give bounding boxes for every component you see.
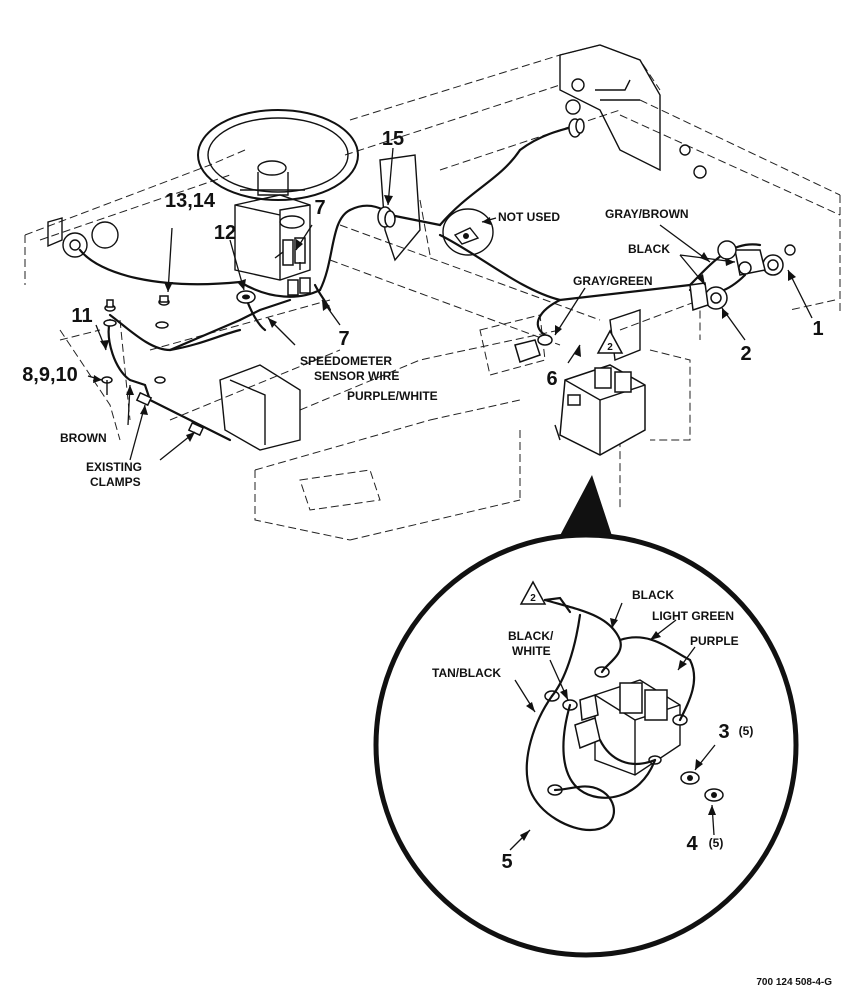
label-detail-black: BLACK: [632, 588, 674, 602]
label-speedometer: SPEEDOMETER: [300, 354, 392, 368]
label-tan-black: TAN/BLACK: [432, 666, 501, 680]
steering-wheel: [197, 109, 359, 281]
label-purple: PURPLE: [690, 634, 739, 648]
callout-5: 5: [501, 851, 512, 873]
label-not-used: NOT USED: [498, 210, 560, 224]
not-used-connector: [442, 208, 494, 256]
existing-clamps: [135, 391, 205, 437]
switch-connectors: [274, 237, 332, 312]
callout-8-9-10: 8,9,10: [22, 364, 78, 386]
relay-sockets: [689, 240, 784, 312]
wire-labels: NOT USED GRAY/BROWN BLACK GRAY/GREEN SPE…: [60, 207, 739, 680]
hardware-fasteners: [101, 295, 170, 395]
callout-1: 1: [812, 318, 823, 340]
grommet-15: [377, 206, 396, 228]
callout-6: 6: [546, 368, 557, 390]
note2-main-text: 2: [607, 342, 613, 353]
figure-part-number: 700 124 508-4-G: [756, 977, 832, 988]
label-existing: EXISTING: [86, 460, 142, 474]
note-triangle-detail: 2: [519, 580, 547, 605]
module-6: [514, 334, 646, 456]
label-brown: BROWN: [60, 431, 107, 445]
callout-12: 12: [214, 222, 236, 244]
callout-numbers: 15 13,14 12 7 7 11 8,9,10 1 2 6 3 (5) 4 …: [22, 128, 823, 873]
frame-details: [219, 44, 796, 451]
callout-7-lower: 7: [338, 328, 349, 350]
label-light-green: LIGHT GREEN: [652, 609, 734, 623]
callout-3-qty: (5): [739, 724, 754, 738]
callout-13-14: 13,14: [165, 190, 216, 212]
gauge-left: [47, 217, 119, 258]
label-black-white-1: BLACK/: [508, 629, 554, 643]
callout-11: 11: [71, 305, 92, 327]
callout-2: 2: [740, 343, 751, 365]
label-gray-brown: GRAY/BROWN: [605, 207, 689, 221]
ring-12: [236, 290, 256, 304]
callout-3: 3: [718, 721, 729, 743]
label-purple-white: PURPLE/WHITE: [347, 389, 438, 403]
grommet-upper: [568, 118, 585, 138]
label-clamps: CLAMPS: [90, 475, 141, 489]
label-gray-green: GRAY/GREEN: [573, 274, 653, 288]
detail-wires: [525, 596, 696, 832]
callout-4: 4: [686, 833, 698, 855]
note2-detail-text: 2: [530, 593, 536, 604]
wire-harness-main: [78, 123, 762, 442]
label-sensor-wire: SENSOR WIRE: [314, 369, 399, 383]
detail-pointer: [555, 475, 615, 545]
label-black-white-2: WHITE: [512, 644, 551, 658]
label-black-top: BLACK: [628, 242, 670, 256]
callout-7-upper: 7: [314, 197, 325, 219]
note-triangle-main: 2: [596, 329, 624, 354]
callout-15: 15: [382, 128, 404, 150]
arrowheads: [93, 195, 796, 841]
callout-4-qty: (5): [709, 836, 724, 850]
